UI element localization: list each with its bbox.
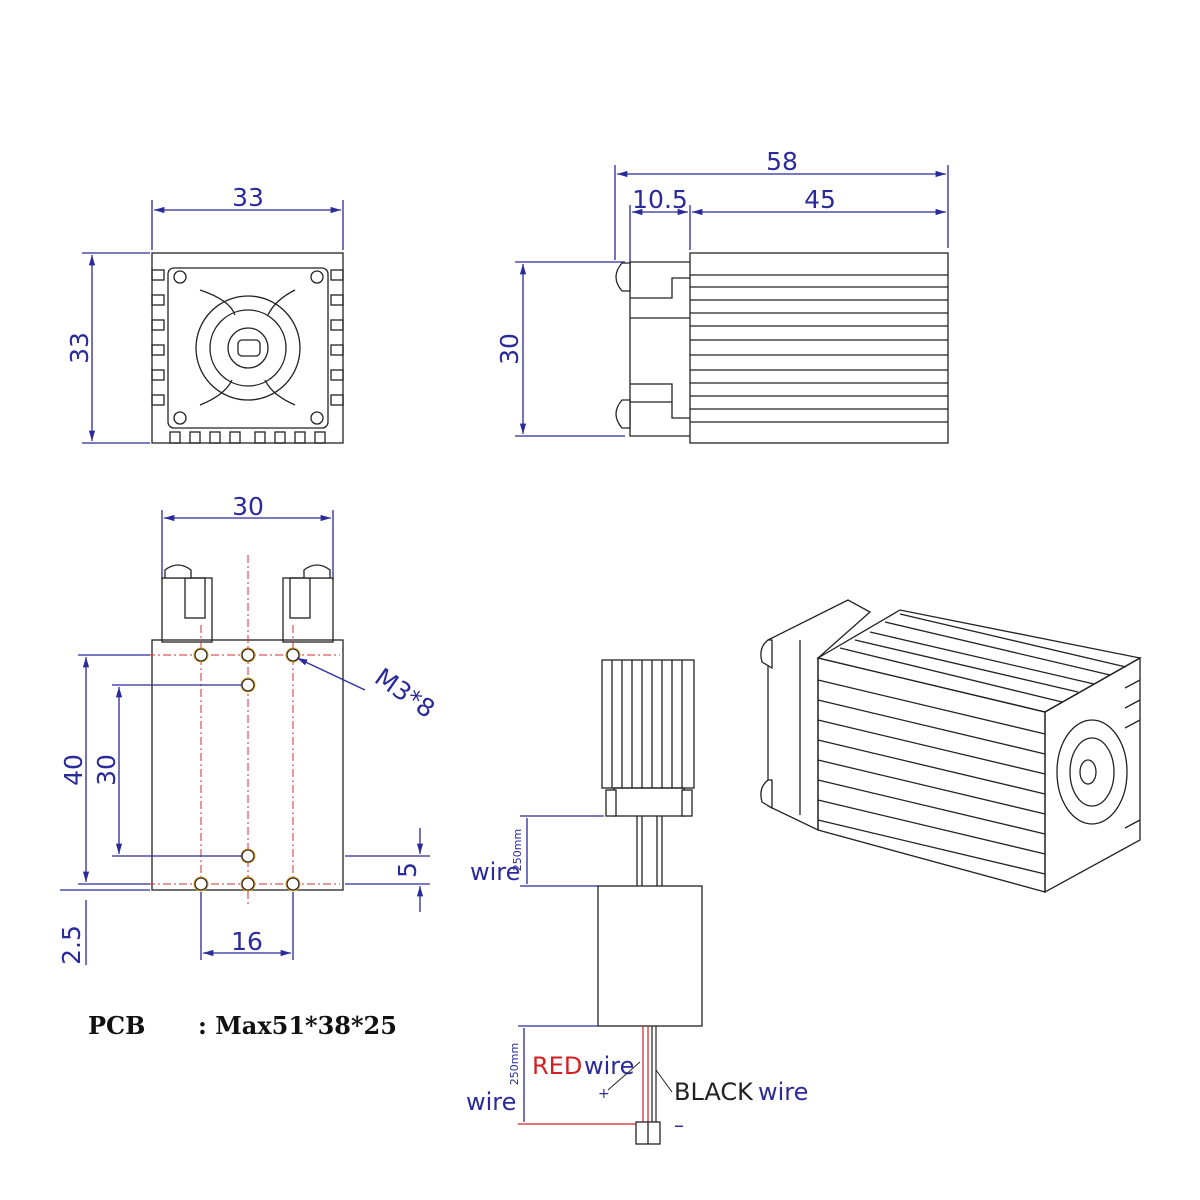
side-total-length-dimension: 58 (766, 147, 798, 176)
pcb-label: PCB (88, 1011, 145, 1040)
side-body-length-dimension: 45 (804, 185, 836, 214)
isometric-view (760, 599, 1142, 894)
front-height-dimension: 33 (65, 332, 94, 364)
side-height-dimension: 30 (495, 333, 524, 365)
red-wire-label: wire (584, 1052, 634, 1080)
bottom-view: 30 M3*8 (57, 492, 440, 965)
front-view: 33 33 (65, 183, 344, 444)
hole-callout: M3*8 (370, 662, 441, 724)
side-view: 58 10.5 45 30 (495, 147, 949, 444)
pcb-size: : Max51*38*25 (198, 1011, 397, 1040)
black-wire-label: wire (758, 1078, 808, 1106)
lower-wire-label: wire (466, 1088, 516, 1116)
lower-wire-length: 250mm (508, 1043, 521, 1085)
hole-spacing-dimension: 16 (231, 927, 263, 956)
bottom-inner-height-dimension: 30 (92, 754, 121, 786)
bottom-offset-dimension: 5 (393, 862, 422, 878)
side-front-length-dimension: 10.5 (632, 185, 688, 214)
bottom-width-dimension: 30 (232, 492, 264, 521)
black-wire-color-label: BLACK (674, 1078, 754, 1106)
wiring-diagram: 250mm wire 250mm wire RED wire + BLACK w… (466, 659, 808, 1145)
bottom-outer-height-dimension: 40 (59, 754, 88, 786)
upper-wire-length: 250mm (511, 829, 524, 871)
red-wire-color-label: RED (532, 1052, 582, 1080)
upper-wire-label: wire (470, 858, 520, 886)
edge-offset-dimension: 2.5 (57, 925, 86, 965)
front-width-dimension: 33 (232, 183, 264, 212)
minus-sign: – (674, 1113, 684, 1137)
plus-sign: + (598, 1086, 610, 1102)
